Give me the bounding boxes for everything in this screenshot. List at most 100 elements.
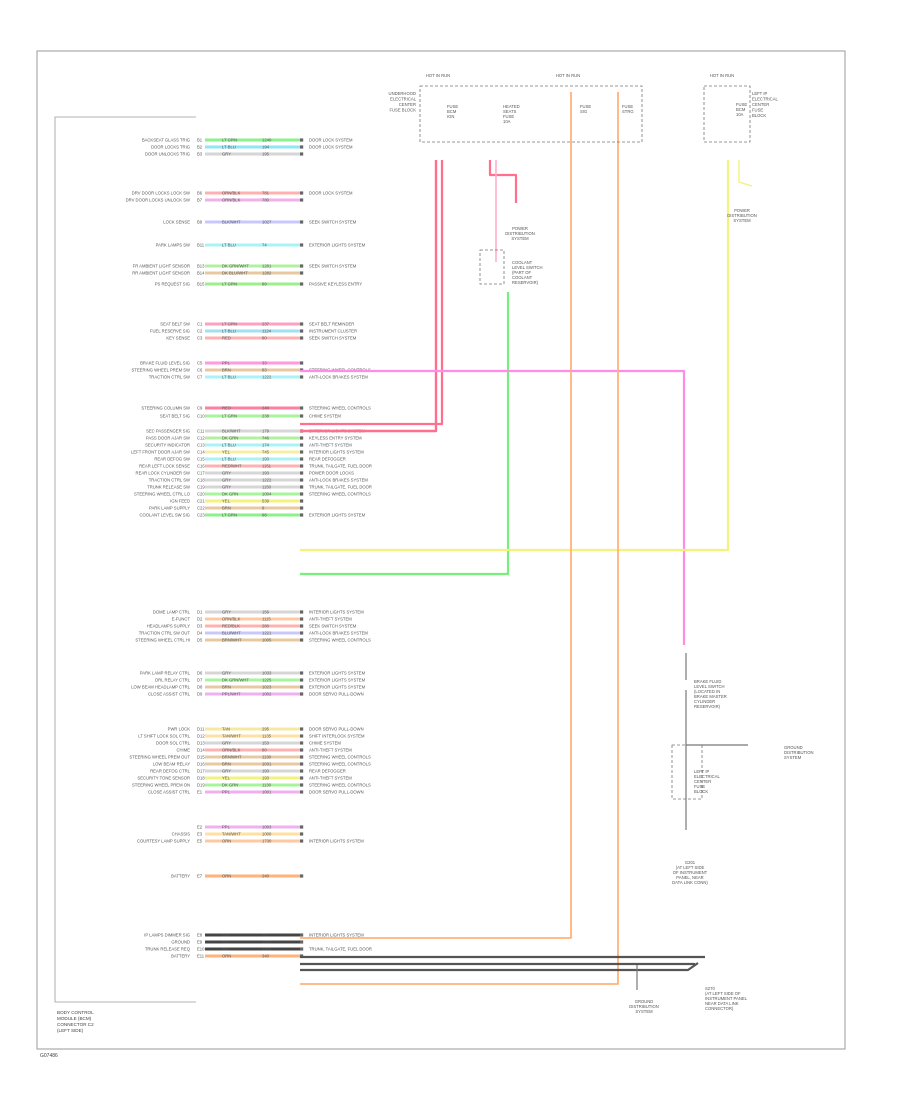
row-wire-color: LT BLU	[222, 443, 236, 448]
wire-yellow-ign	[300, 160, 730, 552]
row-system: SEAT BELT REMINDER	[309, 322, 354, 327]
row-circuit: 781	[262, 191, 270, 196]
row-system: TRUNK, TAILGATE, FUEL DOOR	[309, 485, 372, 490]
fuse-block-title: ELECTRICAL	[752, 97, 779, 102]
row-circuit: 1005	[262, 638, 272, 643]
component-label-line: RESERVOIR)	[512, 280, 539, 285]
row-wire-color: DK GRN	[222, 436, 238, 441]
row-system: SEEK SWITCH SYSTEM	[309, 264, 357, 269]
row-pin: D8	[197, 685, 203, 690]
fuse-cell-label: FUSE	[580, 104, 591, 109]
row-signal-name: IP LAMPS DIMMER SIG	[144, 933, 190, 938]
row-system: ANTI-THEFT SYSTEM	[309, 443, 352, 448]
row-circuit: 193	[262, 769, 270, 774]
row-terminal	[300, 485, 304, 489]
row-signal-name: FUEL RESERVE SIG	[150, 329, 190, 334]
row-wire-color: BLU/WHT	[222, 631, 241, 636]
fuse-block-title: FUSE BLOCK	[389, 108, 416, 113]
component-label-line: G201	[685, 860, 696, 865]
row-system: STEERING WHEEL CONTROLS	[309, 755, 371, 760]
row-signal-name: SECURITY TONE SENSOR	[137, 776, 190, 781]
row-terminal	[300, 329, 304, 333]
row-pin: D3	[197, 624, 203, 629]
fuse-block-title: LEFT IP	[752, 91, 767, 96]
row-pin: D6	[197, 671, 203, 676]
row-wire-color: BRN	[222, 685, 231, 690]
row-system: EXTERIOR LIGHTS SYSTEM	[309, 513, 366, 518]
row-terminal	[300, 769, 304, 773]
row-terminal	[300, 638, 304, 642]
wire-pink-brake-fluid	[300, 369, 686, 645]
module-caption-line: BODY CONTROL	[57, 1010, 94, 1015]
row-circuit: 238	[262, 414, 270, 419]
row-signal-name: DRV DOOR LOCKS LOCK SW	[132, 191, 190, 196]
row-wire-color: TAN	[222, 727, 230, 732]
fuse-cell-label: FUSE	[447, 104, 458, 109]
row-signal-name: PS REQUEST SIG	[155, 282, 190, 287]
row-circuit: 1150	[262, 947, 272, 952]
wire-orange-battery	[300, 92, 572, 939]
row-circuit: 1002	[262, 692, 272, 697]
row-pin: C14	[197, 450, 205, 455]
row-wire-color: YEL	[222, 499, 231, 504]
row-pin: B11	[197, 243, 205, 248]
row-system: STEERING WHEEL CONTROLS	[309, 762, 371, 767]
row-system: EXTERIOR LIGHTS SYSTEM	[309, 243, 366, 248]
row-terminal	[300, 361, 304, 365]
row-wire-color: RED/WHT	[222, 464, 242, 469]
row-system: STEERING WHEEL CONTROLS	[309, 492, 371, 497]
fuse-block-title: FUSE	[752, 108, 763, 113]
row-wire-color: BLK	[222, 940, 230, 945]
row-wire-color: LT BLU	[222, 329, 236, 334]
row-system: DOOR LOCK SYSTEM	[309, 191, 353, 196]
row-pin: C17	[197, 471, 205, 476]
component-label-line: SYSTEM	[511, 236, 529, 241]
row-pin: E8	[197, 933, 203, 938]
row-pin: D17	[197, 769, 205, 774]
row-pin: D15	[197, 755, 205, 760]
row-wire-color: LT GRN	[222, 138, 237, 143]
component-label-line: SYSTEM	[784, 755, 802, 760]
row-pin: C23	[197, 513, 205, 518]
row-terminal	[300, 762, 304, 766]
row-signal-name: KEY SENSE	[166, 336, 190, 341]
row-pin: C11	[197, 429, 205, 434]
row-signal-name: SEC PASSENGER SIG	[146, 429, 190, 434]
row-signal-name: DRL RELAY CTRL	[155, 678, 190, 683]
row-system: EXTERIOR LIGHTS SYSTEM	[309, 671, 366, 676]
component-label-line: LEVEL SWITCH	[512, 265, 543, 270]
row-signal-name: DOME LAMP CTRL	[153, 610, 191, 615]
row-circuit: 193	[262, 457, 270, 462]
row-terminal	[300, 152, 304, 156]
row-circuit: 68	[262, 513, 267, 518]
row-wire-color: RED	[222, 336, 231, 341]
row-wire-color: DK BLU/WHT	[222, 271, 248, 276]
row-wire-color: LT GRN	[222, 322, 237, 327]
row-pin: E7	[197, 874, 203, 879]
row-pin: E3	[197, 832, 203, 837]
row-terminal	[300, 443, 304, 447]
row-circuit: 1033	[262, 671, 272, 676]
row-pin: E10	[197, 947, 205, 952]
row-pin: D4	[197, 631, 203, 636]
row-terminal	[300, 513, 304, 517]
row-signal-name: STEERING WHEEL CTRL LO	[134, 492, 191, 497]
row-circuit: 1135	[262, 734, 272, 739]
row-circuit: 1001	[262, 790, 272, 795]
component-boxes	[419, 85, 751, 800]
row-pin: B2	[197, 145, 203, 150]
component-label-line: (AT LEFT SIDE OF	[705, 991, 741, 996]
row-circuit: 1000	[262, 832, 272, 837]
row-system: STEERING WHEEL CONTROLS	[309, 783, 371, 788]
component-label-line: BRAKE MASTER	[694, 694, 727, 699]
